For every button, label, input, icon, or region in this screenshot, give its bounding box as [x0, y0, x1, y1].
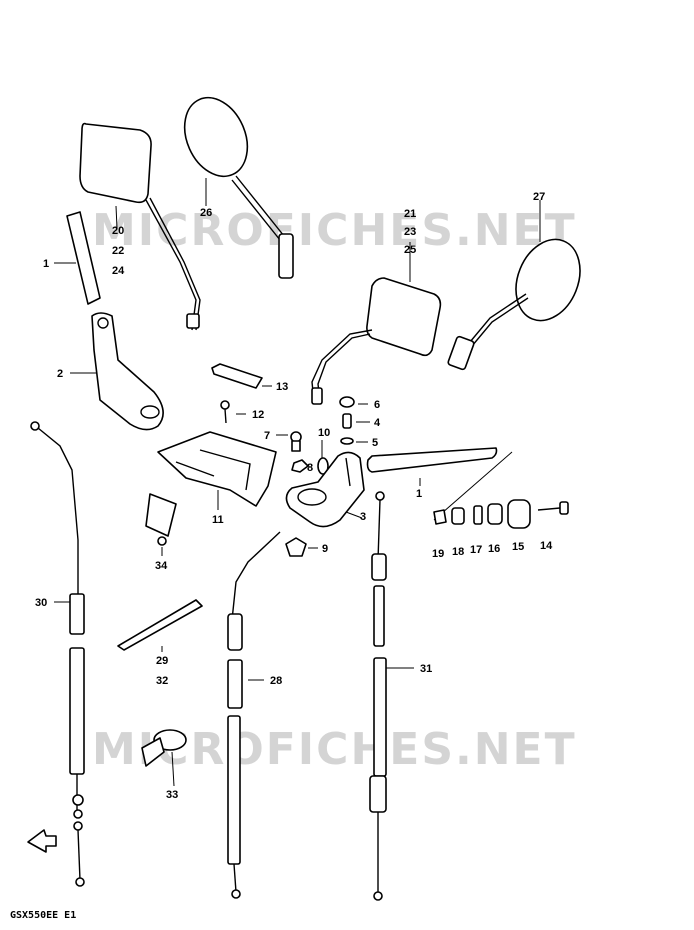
callout-11: 11	[212, 514, 224, 526]
clamp-bracket-2	[91, 312, 164, 431]
callout-19: 19	[432, 548, 444, 560]
callout-4: 4	[374, 417, 381, 429]
throttle-33	[141, 729, 187, 767]
callout-26: 26	[200, 207, 212, 219]
bolt-7	[290, 431, 302, 452]
callout-7: 7	[264, 430, 270, 442]
callout-13: 13	[276, 381, 288, 393]
right-mirror-21	[311, 277, 442, 405]
callout-16: 16	[488, 543, 500, 555]
callout-31: 31	[420, 663, 432, 675]
grip-1-right	[366, 447, 513, 521]
callout-12: 12	[252, 409, 264, 421]
callout-1a: 1	[43, 258, 49, 270]
nut-19	[433, 509, 447, 525]
callout-5: 5	[372, 437, 378, 449]
leader-lines	[54, 178, 541, 787]
callout-17: 17	[470, 544, 482, 556]
callout-18: 18	[452, 546, 464, 558]
front-arrow-icon	[27, 829, 57, 853]
cable-31	[369, 491, 387, 901]
callout-8: 8	[307, 462, 313, 474]
washer-10	[317, 457, 329, 475]
cap-6	[339, 396, 355, 408]
callout-33: 33	[166, 789, 178, 801]
callout-6: 6	[374, 399, 380, 411]
callout-20: 20	[112, 225, 124, 237]
nut-8	[291, 459, 309, 473]
grip-1-left	[66, 211, 101, 305]
clamp-34	[145, 493, 177, 537]
callout-15: 15	[512, 541, 524, 553]
watermark-top: MICROFICHES.NET	[92, 205, 577, 256]
washer-17	[473, 505, 483, 525]
left-mirror-20	[79, 122, 201, 331]
balancer-15	[507, 499, 531, 529]
spacer-18	[451, 507, 465, 525]
callout-27: 27	[533, 191, 545, 203]
bolt-12	[220, 400, 230, 424]
round-mirror-26	[183, 96, 294, 279]
callout-14: 14	[540, 540, 553, 552]
callout-3: 3	[360, 511, 366, 523]
callout-34: 34	[155, 560, 168, 572]
collar-16	[487, 503, 503, 525]
callout-10: 10	[318, 427, 330, 439]
callout-22: 22	[112, 245, 124, 257]
callout-21: 21	[404, 208, 416, 220]
washer-5	[340, 437, 354, 445]
callout-9: 9	[322, 543, 328, 555]
callout-28: 28	[270, 675, 282, 687]
diagram-code: GSX550EE E1	[10, 910, 76, 921]
clip-13	[211, 363, 263, 389]
holder-11	[157, 431, 277, 507]
callout-2: 2	[57, 368, 63, 380]
round-mirror-27	[447, 238, 581, 371]
callout-29: 29	[156, 655, 168, 667]
cable-30	[30, 421, 85, 887]
callout-32: 32	[156, 675, 168, 687]
callout-30: 30	[35, 597, 47, 609]
cable-28	[227, 531, 281, 899]
lever-holder-3	[285, 451, 365, 528]
screw-4	[342, 413, 352, 429]
clamp-screw-34	[157, 536, 167, 546]
callout-25: 25	[404, 244, 416, 256]
callout-23: 23	[404, 226, 416, 238]
callout-24: 24	[112, 265, 125, 277]
cap-9	[285, 537, 307, 557]
callout-1b: 1	[416, 488, 422, 500]
callouts: 1 2 20 22 24 26 21 23 25 27 13 12 7 10 8…	[10, 191, 553, 921]
cable-tie-29	[117, 599, 203, 651]
screw-14	[537, 501, 569, 515]
